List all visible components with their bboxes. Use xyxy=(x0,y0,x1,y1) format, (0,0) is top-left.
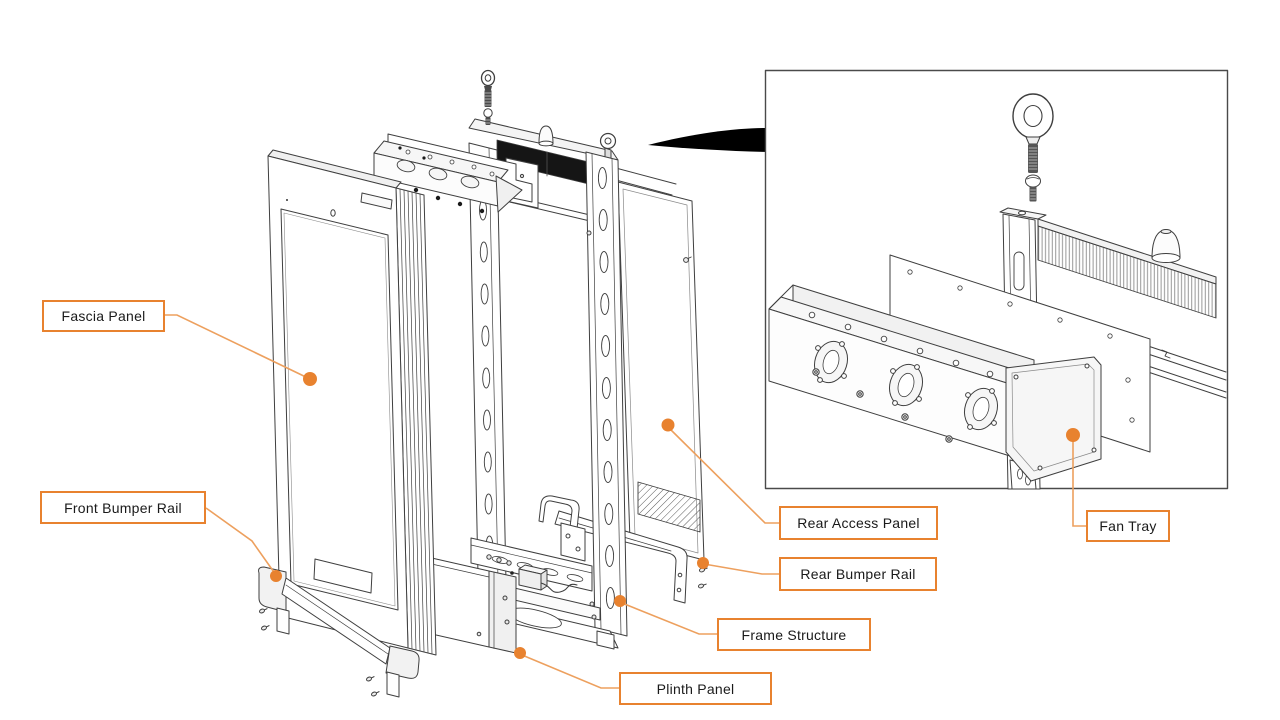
callout-dot-plinth-panel xyxy=(514,647,526,659)
eye-bolt-attached xyxy=(599,132,617,162)
leader-rear-bumper-rail xyxy=(703,563,779,575)
callout-dot-frame-structure xyxy=(614,595,626,607)
label-fan-tray: Fan Tray xyxy=(1086,510,1170,542)
label-front-bumper-rail: Front Bumper Rail xyxy=(40,491,206,524)
top-rail-lines xyxy=(611,166,677,196)
fan-cutouts xyxy=(814,340,998,431)
front-bumper-screws xyxy=(259,608,380,697)
label-rear-access-panel: Rear Access Panel xyxy=(779,506,938,540)
rear-access-panel-drawing xyxy=(617,181,705,561)
eye-bolt-and-screw xyxy=(480,69,496,125)
antenna-cone-detail xyxy=(1151,229,1181,263)
label-frame-structure: Frame Structure xyxy=(717,618,871,651)
callout-dot-fascia-panel xyxy=(303,372,317,386)
fascia-panel-drawing xyxy=(267,149,437,656)
leader-plinth-panel xyxy=(521,654,619,689)
callout-dot-rear-bumper-rail xyxy=(697,557,709,569)
rear-bumper-rail-drawing xyxy=(554,510,708,604)
detail-inset xyxy=(764,69,1229,490)
callout-dot-front-bumper-rail xyxy=(270,570,282,582)
callout-dot-fan-tray xyxy=(1066,428,1080,442)
label-rear-bumper-rail: Rear Bumper Rail xyxy=(779,557,937,591)
leader-front-bumper-rail xyxy=(205,507,277,576)
leader-fascia-panel xyxy=(165,314,311,380)
rear-bumper-screws xyxy=(697,567,708,589)
callout-dot-rear-access-panel xyxy=(661,418,675,432)
eye-bolt-detail xyxy=(1012,93,1054,173)
label-plinth-panel: Plinth Panel xyxy=(619,672,772,705)
label-fascia-panel: Fascia Panel xyxy=(42,300,165,332)
antenna-cone xyxy=(538,125,554,147)
leader-fan-tray xyxy=(1072,440,1086,527)
fixing-screw-detail xyxy=(1025,174,1041,202)
leader-rear-access-panel xyxy=(667,426,779,524)
floating-nuts xyxy=(812,368,953,443)
leader-frame-structure xyxy=(621,602,717,635)
front-bumper-rail-drawing xyxy=(258,566,420,698)
fan-tray-detail xyxy=(768,284,1102,482)
fan-tray-assembly-drawing xyxy=(373,133,539,214)
detail-callout-arrow xyxy=(648,128,766,152)
callouts xyxy=(165,314,1086,689)
